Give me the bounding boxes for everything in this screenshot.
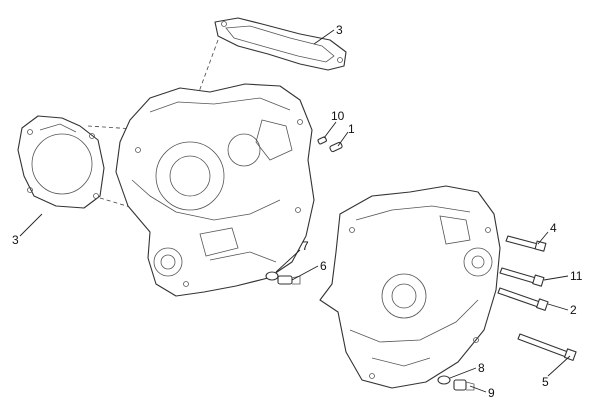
callout-6: 6: [320, 259, 327, 273]
bolt-4: [505, 235, 547, 252]
leader-lines: [19, 29, 571, 393]
callout-8: 8: [478, 361, 485, 375]
callout-4: 4: [550, 221, 557, 235]
crankcase-right-half: [319, 185, 501, 389]
cylinder-gasket-top: [214, 17, 347, 71]
dowel-pin-1: [329, 141, 343, 153]
callout-2: 2: [570, 303, 577, 317]
dowel-pin-10: [317, 136, 327, 145]
callout-10: 10: [331, 109, 345, 123]
callout-11: 11: [570, 269, 583, 283]
bolt-2: [497, 287, 549, 311]
washer-7: [265, 271, 279, 281]
crankcase-left-half: [115, 83, 315, 297]
cylinder-gasket-left: [17, 115, 105, 209]
washer-8: [437, 375, 451, 385]
callout-1: 1: [348, 122, 355, 136]
bolt-5: [517, 333, 577, 361]
callout-7: 7: [302, 239, 309, 253]
bolt-11: [499, 267, 545, 287]
callout-5: 5: [542, 375, 549, 389]
callout-9: 9: [488, 386, 495, 400]
screw-9: [453, 379, 475, 391]
callout-3-top: 3: [336, 23, 343, 37]
callout-3-left: 3: [12, 233, 19, 247]
